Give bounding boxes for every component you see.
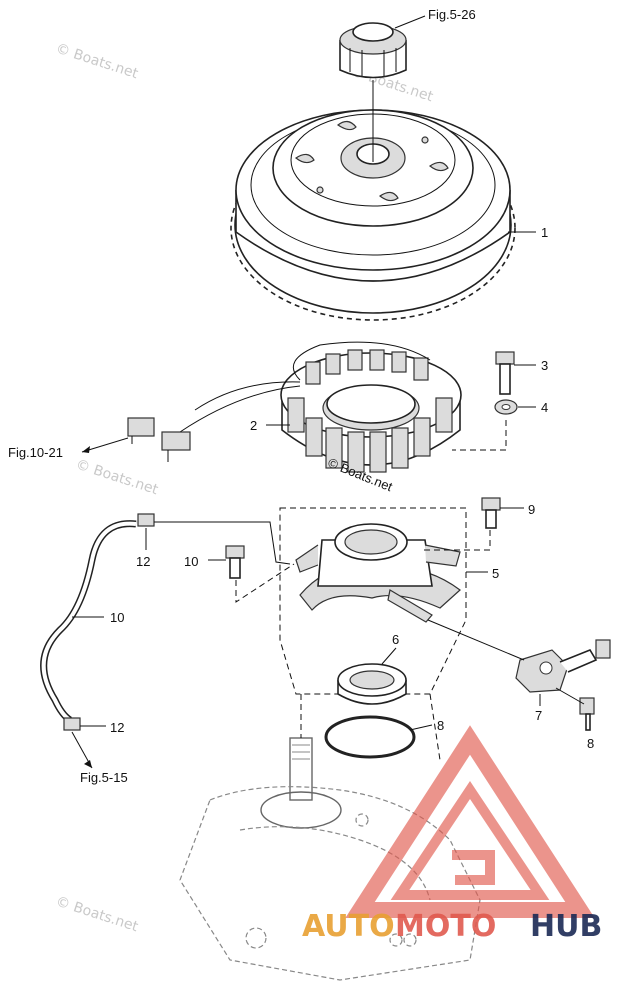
callout-9: 8 xyxy=(437,718,444,733)
callout-3: 3 xyxy=(541,358,548,373)
oil-seal xyxy=(337,663,407,705)
callout-6: 6 xyxy=(392,632,399,647)
arrow-icon xyxy=(84,760,92,768)
logo-text-hub: HUB xyxy=(530,909,602,944)
stator-coil xyxy=(280,349,462,473)
watermark-text: © Boats.net xyxy=(54,894,141,936)
clamp-icon xyxy=(137,513,155,527)
stator-base xyxy=(295,523,461,623)
fig-ref-top: Fig.5-26 xyxy=(428,7,476,22)
bolt-icon xyxy=(225,545,245,579)
fig-ref-left: Fig.10-21 xyxy=(8,445,63,460)
callout-2: 2 xyxy=(250,418,257,433)
alignment-line xyxy=(420,530,491,551)
autmotohub-logo: AUTO MOTO HUB xyxy=(302,725,602,944)
fig-ref-bottom: Fig.5-15 xyxy=(80,770,128,785)
o-ring xyxy=(324,715,416,759)
wire-harness xyxy=(179,385,301,433)
callout-5: 5 xyxy=(492,566,499,581)
bolt-icon xyxy=(481,497,501,529)
watermark-text: © Boats.net xyxy=(74,457,161,499)
callout-10a: 9 xyxy=(528,502,535,517)
watermark-text: © Boats.net xyxy=(54,41,141,83)
wire-harness xyxy=(292,341,431,381)
alignment-line xyxy=(452,420,507,451)
clamp-icon xyxy=(63,717,81,731)
logo-text-moto: MOTO xyxy=(395,909,496,944)
callout-12b: 12 xyxy=(110,720,124,735)
leader-line xyxy=(81,437,129,453)
flywheel-nut-icon xyxy=(339,22,407,79)
leader-line xyxy=(409,724,433,731)
connector-icon xyxy=(127,417,191,462)
callout-8: 8 xyxy=(587,736,594,751)
leader-line xyxy=(394,15,426,29)
callout-11: 10 xyxy=(110,610,124,625)
leader-line xyxy=(427,619,525,661)
bolt-icon xyxy=(579,697,595,731)
alignment-line xyxy=(429,693,441,761)
callout-12a: 12 xyxy=(136,554,150,569)
leader-line xyxy=(381,647,397,665)
leader-line xyxy=(555,687,585,705)
leader-line xyxy=(154,521,291,565)
callout-10b: 10 xyxy=(184,554,198,569)
callout-7: 7 xyxy=(535,708,542,723)
logo-text-auto: AUTO xyxy=(302,909,395,944)
callout-4: 4 xyxy=(541,400,548,415)
alignment-line xyxy=(235,563,295,603)
bolt-icon xyxy=(495,351,515,395)
callout-1: 1 xyxy=(541,225,548,240)
wire-harness xyxy=(194,381,301,411)
arrow-icon xyxy=(82,446,90,453)
pulser-coil xyxy=(515,639,611,693)
